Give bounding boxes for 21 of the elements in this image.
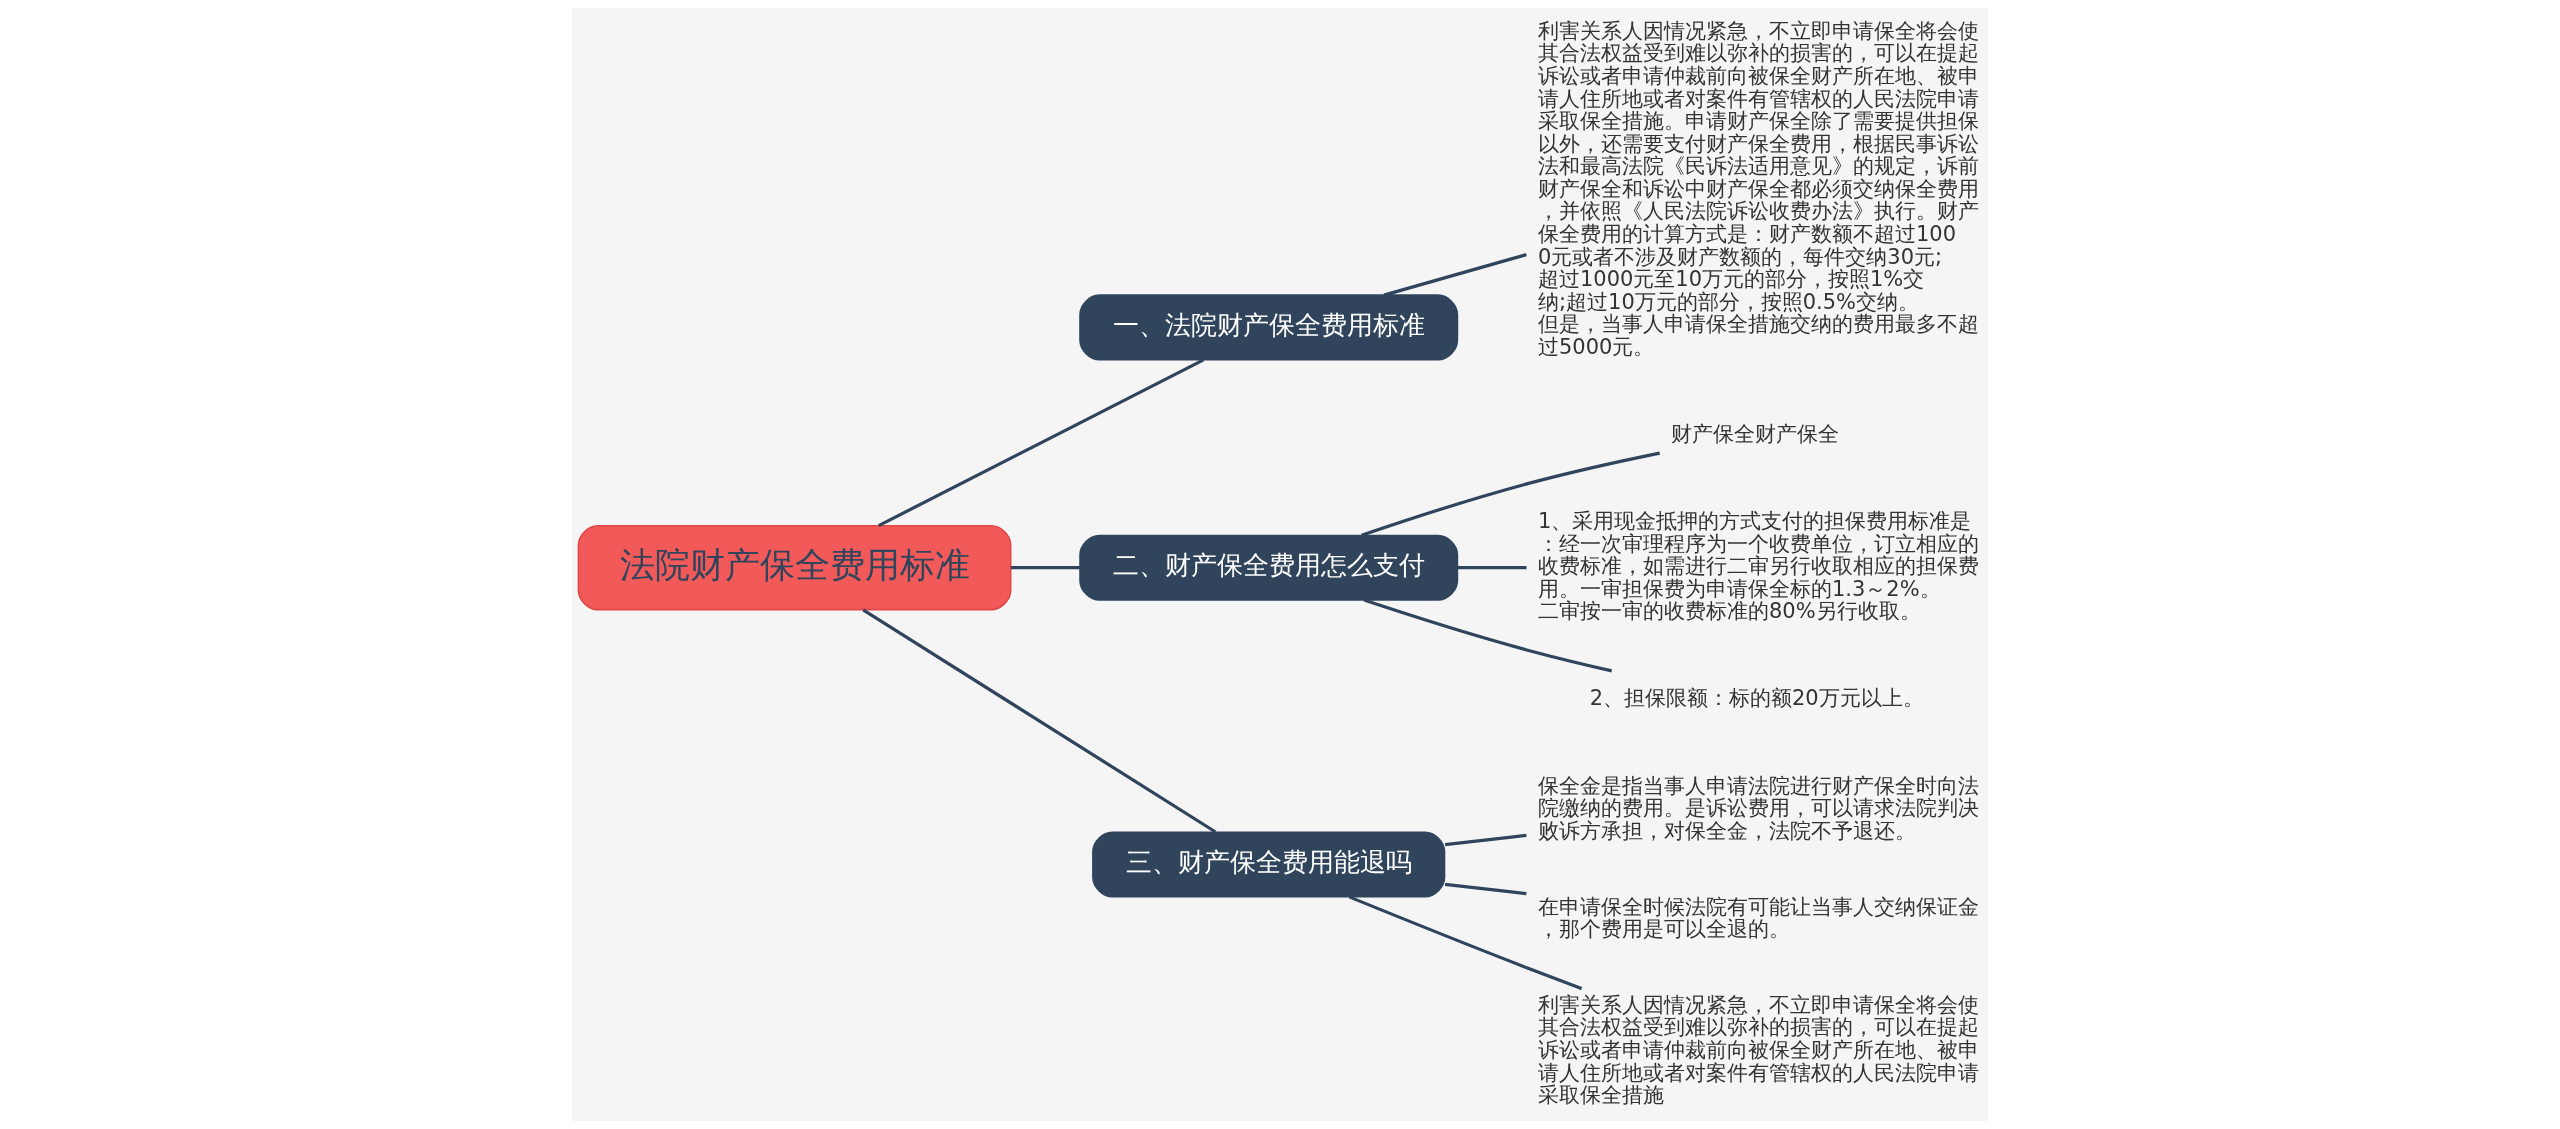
connector — [1457, 566, 1527, 570]
connector — [1363, 598, 1613, 673]
node-text: 在申请保全时候法院有可能让当事人交纳保证金，那个费用是可以全退的。 — [1538, 894, 1980, 942]
node-text: 利害关系人因情况紧急，不立即申请保全将会使其合法权益受到难以弥补的损害的，可以在提起诉讼或者申请仲裁前向被保全财产所在地、被申请人住所地或者对案件有管辖权的人民法院申请采取保全措施 — [1538, 992, 1980, 1108]
connector — [1444, 833, 1527, 847]
node-text: 财产保全财产保全 — [1671, 421, 1840, 446]
connector — [1361, 451, 1661, 537]
node-text: 保全金是指当事人申请法院进行财产保全时向法院缴纳的费用。是诉讼费用，可以请求法院判决败诉方承担，对保全金，法院不予退还。 — [1538, 773, 1980, 843]
node-box: 三、财产保全费用能退吗 — [1092, 831, 1446, 898]
node-text: 2、担保限额：标的额20万元以上。 — [1589, 686, 1924, 711]
connector — [1444, 882, 1527, 896]
connector — [1383, 253, 1527, 297]
node-box: 法院财产保全费用标准 — [577, 525, 1012, 611]
connector — [1348, 895, 1583, 991]
node-box: 一、法院财产保全费用标准 — [1079, 294, 1459, 361]
connector — [878, 358, 1205, 528]
node-box: 二、财产保全费用怎么支付 — [1079, 534, 1459, 601]
node-text: 利害关系人因情况紧急，不立即申请保全将会使其合法权益受到难以弥补的损害的，可以在提起诉讼或者申请仲裁前向被保全财产所在地、被申请人住所地或者对案件有管辖权的人民法院申请采取保全措施。申请财产保全除了需要提供担保以外，还需要支付财产保全费用，根据民事诉讼法和最高法院《民诉法适用意见》的规定，诉前财产保全和诉讼中财产保全都必须交纳保全费用，并依照《人民法院诉讼收费办法》执行。财产保全费用的计算方式是：财产数额不超过1000元或者不涉及财产数额的，每件交纳30元;超过1000元至10万元的部分，按照1%交纳;超过10万元的部分，按照0.5%交纳。但是，当事人申请保全措施交纳的费用最多不超过5000元。 — [1538, 18, 1980, 359]
node-text: 1、采用现金抵押的方式支付的担保费用标准是：经一次审理程序为一个收费单位，订立相应的收费标准，如需进行二审另行收取相应的担保费用。一审担保费为申请保全标的1.3～2%。二审按一审的收费标准的80%另行收取。 — [1538, 509, 1980, 624]
connector — [862, 608, 1217, 834]
connector — [1010, 566, 1080, 570]
